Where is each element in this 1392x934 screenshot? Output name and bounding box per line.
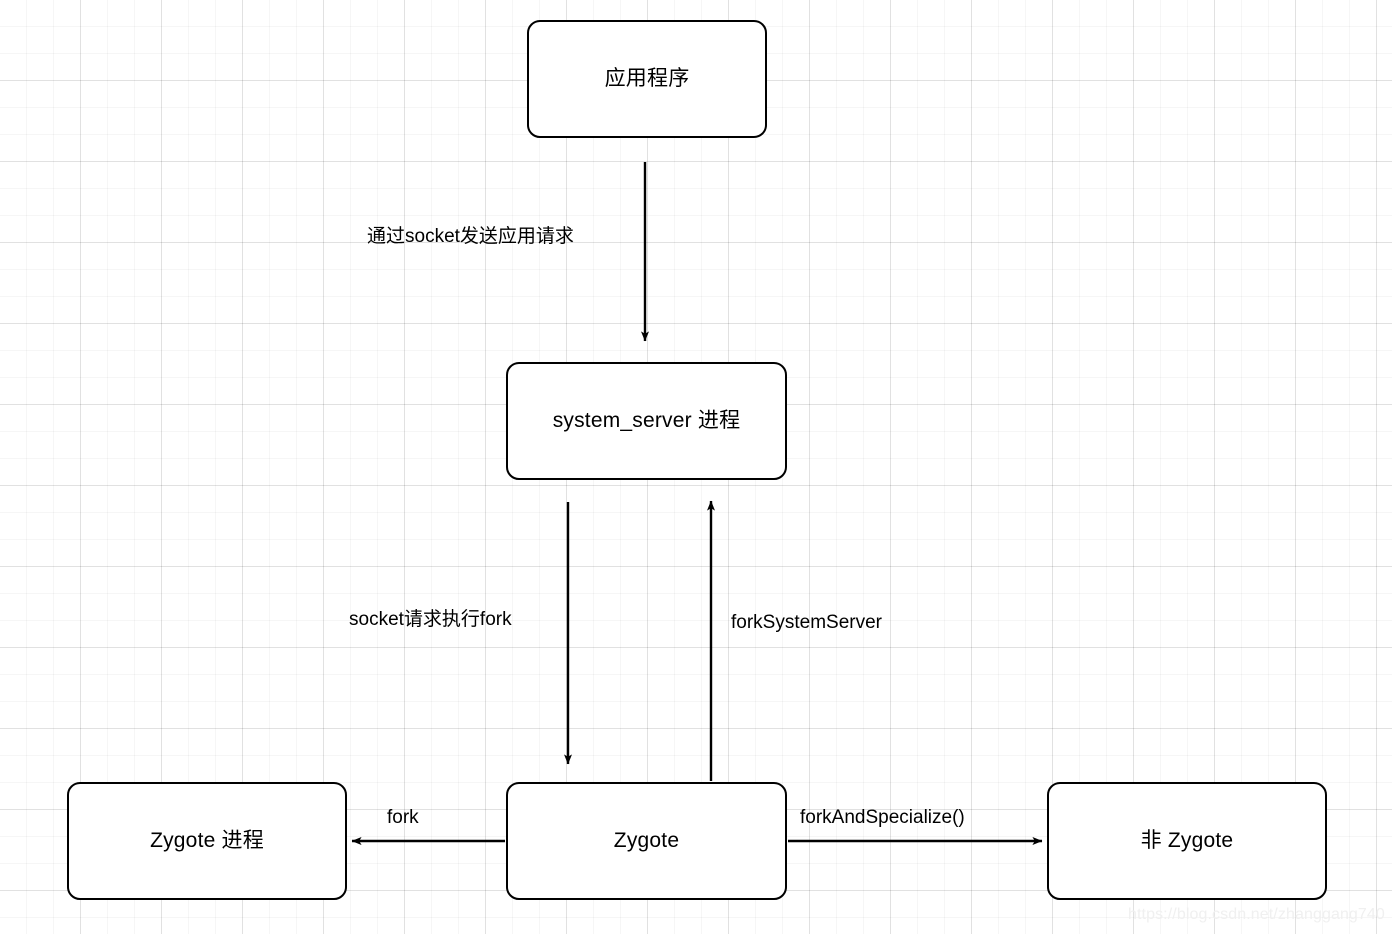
edge-label-fork: fork [387,807,419,828]
node-zygote-process[interactable]: Zygote 进程 [67,782,347,900]
node-label-zygote-process: Zygote 进程 [150,829,264,853]
node-label-non-zygote: 非 Zygote [1140,829,1234,853]
edge-label-app-to-system-server: 通过socket发送应用请求 [367,226,574,247]
edge-label-fork-system-server: forkSystemServer [731,612,882,633]
node-application[interactable]: 应用程序 [527,20,767,138]
watermark: https://blog.csdn.net/zhanggang740 [1128,906,1385,923]
node-non-zygote[interactable]: 非 Zygote [1047,782,1327,900]
node-zygote[interactable]: Zygote [506,782,787,900]
edge-label-fork-and-specialize: forkAndSpecialize() [800,807,965,828]
node-label-zygote: Zygote [613,829,680,853]
edge-label-system-server-to-zygote: socket请求执行fork [349,609,512,630]
node-system-server[interactable]: system_server 进程 [506,362,787,480]
node-label-application: 应用程序 [604,67,690,91]
node-label-system-server: system_server 进程 [552,409,741,433]
